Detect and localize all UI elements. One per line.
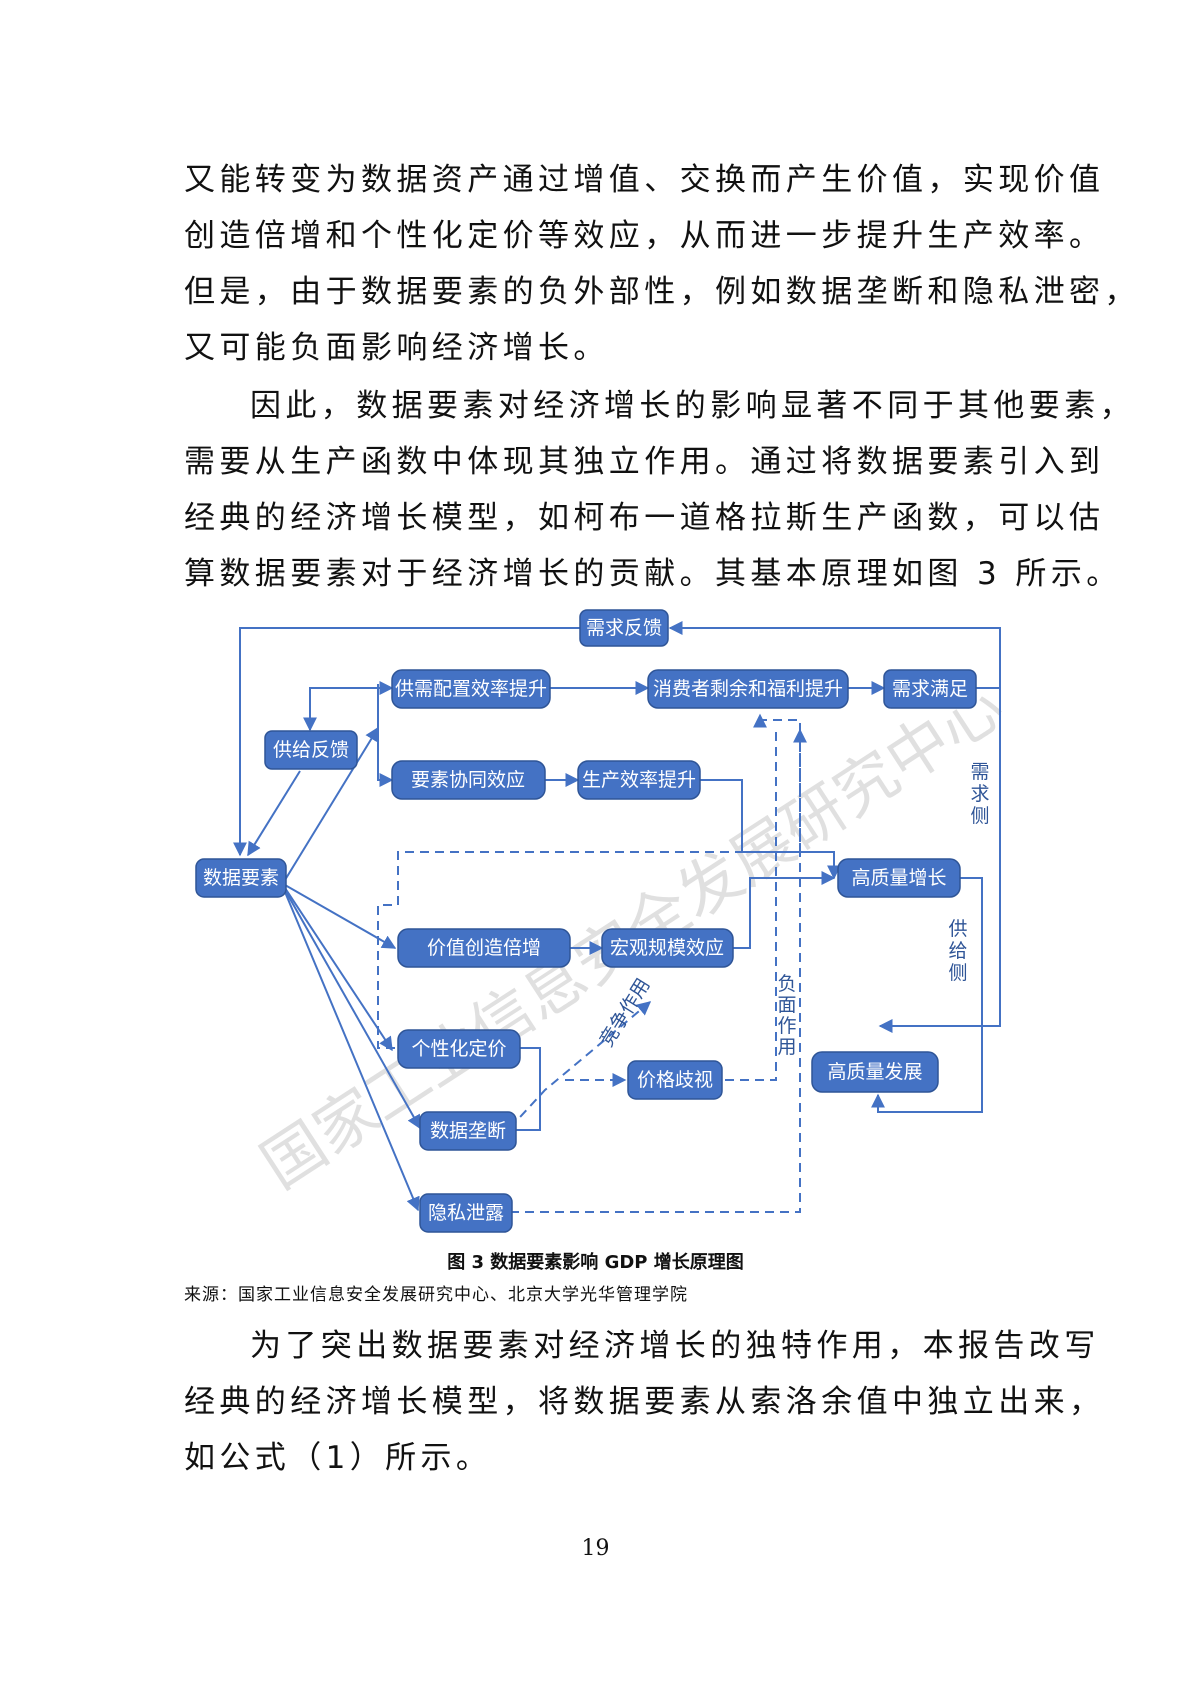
svg-text:侧: 侧 bbox=[970, 805, 989, 827]
flow-diagram: 国家工业信息安全发展研究中心 bbox=[195, 609, 1016, 1233]
node-factor-synergy: 要素协同效应 bbox=[391, 760, 546, 800]
svg-text:需求反馈: 需求反馈 bbox=[586, 617, 662, 639]
svg-text:价值创造倍增: 价值创造倍增 bbox=[427, 937, 541, 959]
paragraph-line: 为了突出数据要素对经济增长的独特作用，本报告改写 bbox=[250, 1328, 1100, 1364]
svg-text:需: 需 bbox=[970, 761, 989, 783]
svg-text:给: 给 bbox=[948, 940, 967, 962]
node-data-element: 数据要素 bbox=[195, 858, 287, 898]
svg-text:消费者剩余和福利提升: 消费者剩余和福利提升 bbox=[653, 678, 843, 700]
label-negative-effect: 负 面 作 用 bbox=[777, 973, 796, 1058]
node-supply-feedback: 供给反馈 bbox=[264, 730, 358, 770]
svg-text:面: 面 bbox=[777, 994, 796, 1016]
node-data-monopoly: 数据垄断 bbox=[419, 1111, 517, 1151]
svg-text:要素协同效应: 要素协同效应 bbox=[411, 769, 525, 791]
label-supply-side: 供 给 侧 bbox=[948, 918, 967, 984]
paragraph-line: 经典的经济增长模型，如柯布一道格拉斯生产函数，可以估 bbox=[184, 500, 1105, 536]
node-macro-scale: 宏观规模效应 bbox=[601, 928, 734, 968]
svg-text:隐私泄露: 隐私泄露 bbox=[428, 1202, 504, 1224]
figure-caption: 图 3 数据要素影响 GDP 增长原理图 bbox=[447, 1252, 744, 1273]
paragraph-line: 经典的经济增长模型，将数据要素从索洛余值中独立出来， bbox=[184, 1384, 1105, 1420]
paragraph-1: 又能转变为数据资产通过增值、交换而产生价值，实现价值 创造倍增和个性化定价等效应… bbox=[184, 152, 1140, 376]
page-number: 19 bbox=[581, 1536, 610, 1561]
svg-text:作: 作 bbox=[777, 1015, 796, 1037]
svg-text:供给反馈: 供给反馈 bbox=[273, 739, 349, 761]
node-privacy-leak: 隐私泄露 bbox=[419, 1193, 513, 1233]
svg-text:负: 负 bbox=[777, 973, 796, 995]
svg-text:用: 用 bbox=[777, 1036, 796, 1058]
label-demand-side: 需 求 侧 bbox=[970, 761, 989, 827]
node-personalized-pricing: 个性化定价 bbox=[397, 1029, 521, 1069]
svg-text:供: 供 bbox=[948, 918, 967, 940]
svg-text:侧: 侧 bbox=[948, 962, 967, 984]
svg-text:个性化定价: 个性化定价 bbox=[411, 1038, 506, 1060]
node-high-quality-growth: 高质量增长 bbox=[837, 858, 961, 898]
paragraph-3: 为了突出数据要素对经济增长的独特作用，本报告改写 经典的经济增长模型，将数据要素… bbox=[184, 1318, 1105, 1486]
paragraph-line: 又能转变为数据资产通过增值、交换而产生价值，实现价值 bbox=[184, 162, 1105, 198]
svg-text:价格歧视: 价格歧视 bbox=[637, 1069, 713, 1091]
paragraph-line: 如公式（1）所示。 bbox=[184, 1440, 492, 1476]
paragraph-line: 创造倍增和个性化定价等效应，从而进一步提升生产效率。 bbox=[184, 218, 1105, 254]
svg-text:数据要素: 数据要素 bbox=[203, 867, 279, 889]
figure-source: 来源：国家工业信息安全发展研究中心、北京大学光华管理学院 bbox=[184, 1285, 688, 1305]
node-supply-demand-efficiency: 供需配置效率提升 bbox=[391, 669, 551, 709]
svg-text:高质量增长: 高质量增长 bbox=[851, 867, 946, 889]
paragraph-2: 因此，数据要素对经济增长的影响显著不同于其他要素， 需要从生产函数中体现其独立作… bbox=[184, 378, 1135, 602]
svg-text:需求满足: 需求满足 bbox=[892, 678, 968, 700]
node-high-quality-development: 高质量发展 bbox=[811, 1051, 939, 1093]
svg-text:宏观规模效应: 宏观规模效应 bbox=[610, 937, 724, 959]
node-consumer-surplus: 消费者剩余和福利提升 bbox=[647, 669, 849, 709]
node-value-creation: 价值创造倍增 bbox=[397, 928, 571, 968]
dashed-connectors bbox=[377, 713, 807, 1213]
paragraph-line: 但是，由于数据要素的负外部性，例如数据垄断和隐私泄密， bbox=[184, 274, 1140, 310]
node-demand-satisfied: 需求满足 bbox=[883, 669, 977, 709]
paragraph-line: 算数据要素对于经济增长的贡献。其基本原理如图 3 所示。 bbox=[184, 556, 1122, 592]
paragraph-line: 因此，数据要素对经济增长的影响显著不同于其他要素， bbox=[250, 388, 1135, 424]
paragraph-line: 需要从生产函数中体现其独立作用。通过将数据要素引入到 bbox=[184, 444, 1105, 480]
svg-text:高质量发展: 高质量发展 bbox=[827, 1061, 922, 1083]
svg-text:求: 求 bbox=[970, 783, 989, 805]
paragraph-line: 又可能负面影响经济增长。 bbox=[184, 330, 609, 366]
node-demand-feedback: 需求反馈 bbox=[579, 609, 669, 647]
node-price-discrimination: 价格歧视 bbox=[627, 1060, 723, 1100]
svg-text:生产效率提升: 生产效率提升 bbox=[582, 769, 696, 791]
svg-text:数据垄断: 数据垄断 bbox=[430, 1120, 506, 1142]
svg-text:供需配置效率提升: 供需配置效率提升 bbox=[395, 678, 547, 700]
node-productivity: 生产效率提升 bbox=[577, 760, 701, 800]
